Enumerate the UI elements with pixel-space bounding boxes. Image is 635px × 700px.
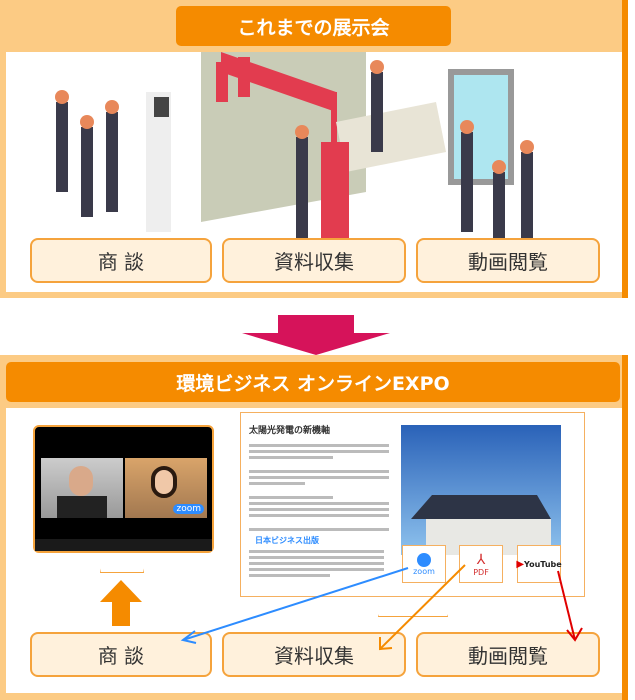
- solar-house-photo: [401, 425, 561, 555]
- video-participant-woman: zoom: [125, 458, 207, 518]
- exhibition-booth-illustration: [55, 52, 534, 252]
- pdf-icon: ⅄: [476, 551, 486, 568]
- video-viewing-button[interactable]: 動画閲覧: [416, 238, 600, 283]
- down-arrow-icon: [242, 315, 390, 355]
- up-arrow-icon: [100, 580, 142, 626]
- material-collection-button[interactable]: 資料収集: [222, 632, 406, 677]
- youtube-link-button[interactable]: ▶YouTube: [516, 545, 562, 583]
- youtube-icon: ▶: [516, 558, 525, 570]
- panel-stand: [378, 597, 448, 617]
- meeting-button[interactable]: 商 談: [30, 632, 212, 677]
- video-viewing-button[interactable]: 動画閲覧: [416, 632, 600, 677]
- panel-heading: 太陽光発電の新機軸: [249, 426, 331, 436]
- past-exhibition-title: これまでの展示会: [176, 6, 451, 46]
- video-participant-man: [41, 458, 123, 518]
- meeting-button[interactable]: 商 談: [30, 238, 212, 283]
- panel-subtext: [249, 547, 384, 580]
- online-expo-title: 環境ビジネス オンラインEXPO: [6, 362, 620, 402]
- past-exhibition-section: これまでの展示会 商 談 資料収集 動画閲覧: [0, 0, 628, 298]
- material-collection-button[interactable]: 資料収集: [222, 238, 406, 283]
- pdf-link-button[interactable]: ⅄PDF: [459, 545, 503, 583]
- video-call-monitor: zoom: [33, 425, 214, 553]
- zoom-icon: [417, 552, 431, 567]
- zoom-link-button[interactable]: zoom: [402, 545, 446, 583]
- exhibitor-page-panel: 太陽光発電の新機軸 日本ビジネス出版 zoom ⅄PDF ▶YouTube: [240, 412, 585, 597]
- video-toolbar[interactable]: [35, 539, 212, 551]
- panel-body-text: [249, 441, 389, 534]
- panel-subheading: 日本ビジネス出版: [255, 536, 319, 545]
- zoom-logo: zoom: [173, 504, 204, 514]
- monitor-stand: [100, 553, 144, 573]
